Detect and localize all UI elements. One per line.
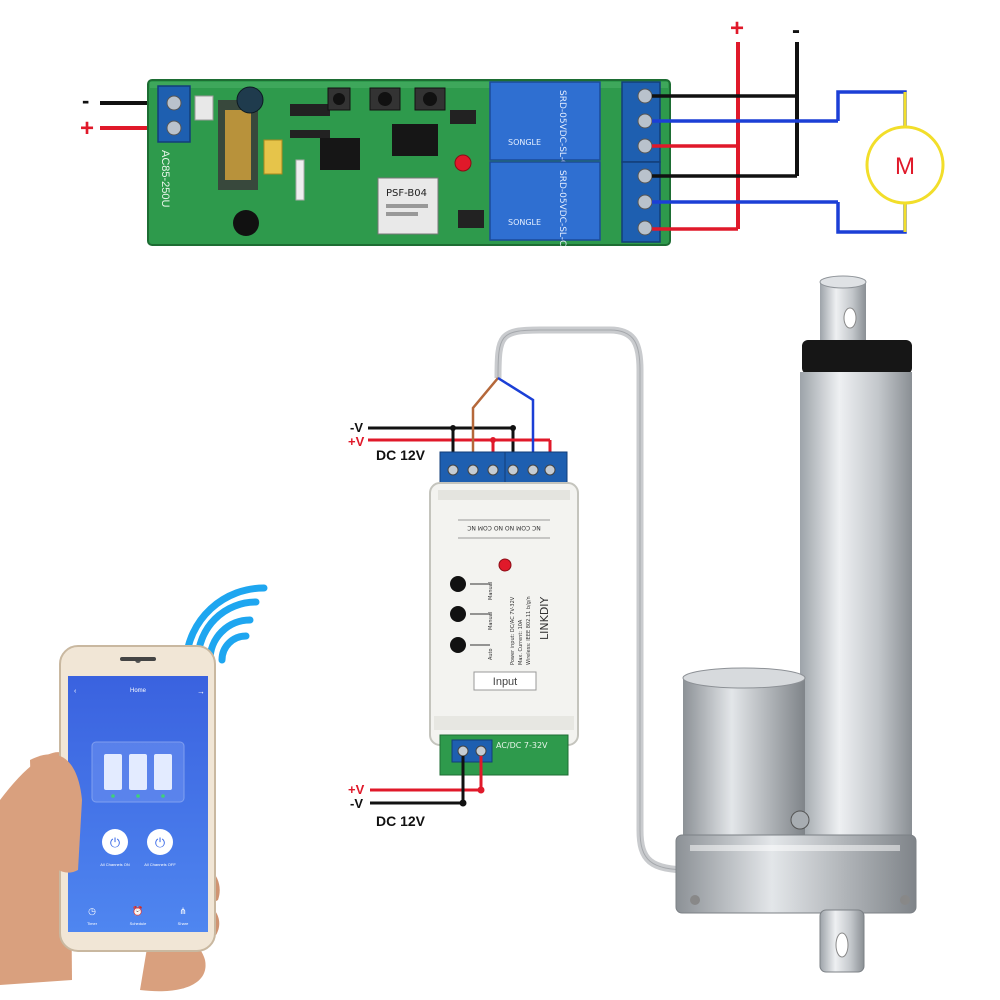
motor-supply-plus-label: + xyxy=(730,15,744,42)
module-button-3 xyxy=(450,637,466,653)
module-input-label: Input xyxy=(493,676,517,688)
power-icon: ⏻ xyxy=(155,835,165,850)
module-button-2 xyxy=(450,606,466,622)
actuator-collar xyxy=(802,340,912,374)
all-on-power-button[interactable] xyxy=(102,829,128,855)
brown-wire xyxy=(471,377,499,468)
rod-mount-hole xyxy=(843,307,857,329)
timer-icon[interactable]: ◷ xyxy=(88,906,96,916)
relay-2: SRD-05VDC-SL-C SONGLE xyxy=(489,161,601,246)
tab-timer[interactable]: Timer xyxy=(87,921,98,926)
app-back-icon[interactable]: ‹ xyxy=(74,688,77,695)
share-icon[interactable]: ⋔ xyxy=(179,906,187,916)
blue-wire xyxy=(497,376,535,468)
relay-1: SRD-05VDC-SL-C SONGLE xyxy=(489,81,601,166)
svg-text:SRD-05VDC-SL-C: SRD-05VDC-SL-C xyxy=(557,90,567,166)
motor-label: M xyxy=(895,153,915,180)
gearbox-screw xyxy=(790,810,810,830)
top-relay-board-section: - + AC85-250U PSF-B04 xyxy=(80,15,945,246)
ic-chip-2 xyxy=(392,124,438,156)
relay-module: -V +V DC 12V NC COM NO NO COM NC xyxy=(348,376,579,829)
ic-chip-1 xyxy=(320,138,360,170)
lower-supply-plus-label: +V xyxy=(348,782,365,797)
wifi-module-label: PSF-B04 xyxy=(386,188,427,199)
all-off-power-button[interactable] xyxy=(147,829,173,855)
supply-plus-label: + xyxy=(80,115,94,142)
header-pins xyxy=(295,159,305,201)
smartphone: Home ‹ → ⏻ ⏻ All Channels ON All Channel… xyxy=(0,645,220,992)
linear-actuator xyxy=(494,275,917,973)
module-bottom-label: AC/DC 7-32V xyxy=(496,741,548,750)
schedule-icon[interactable]: ⏰ xyxy=(132,905,143,916)
module-button-label-3: Auto xyxy=(488,648,494,660)
capacitor-2 xyxy=(263,139,283,175)
tab-schedule[interactable]: Schedule xyxy=(130,921,147,926)
fuse xyxy=(194,95,214,121)
svg-text:SRD-05VDC-SL-C: SRD-05VDC-SL-C xyxy=(557,170,567,246)
motor-supply-minus-label: - xyxy=(792,17,800,44)
thumb xyxy=(30,754,82,873)
motor-symbol xyxy=(865,125,945,205)
lower-supply-voltage-label: DC 12V xyxy=(376,813,426,829)
module-spec-1: Power input: DC/AC 7V-32V xyxy=(510,596,516,665)
lower-supply-minus-label: -V xyxy=(350,796,363,811)
module-status-led xyxy=(498,558,512,572)
capacitor-3 xyxy=(233,210,259,236)
tab-share[interactable]: Share xyxy=(178,921,189,926)
actuator-tube xyxy=(800,372,912,842)
module-button-label-1: Manual xyxy=(488,582,494,600)
status-led xyxy=(454,154,472,172)
switch-label-on: All Channels ON xyxy=(100,862,130,867)
module-button-label-2: Manual xyxy=(488,612,494,630)
switch-label-off: All Channels OFF xyxy=(144,862,176,867)
upper-supply-minus-label: -V xyxy=(350,420,363,435)
module-spec-2: Max. Current: 10A xyxy=(518,619,524,665)
svg-text:SONGLE: SONGLE xyxy=(508,138,541,147)
module-button-1 xyxy=(450,576,466,592)
app-forward-icon[interactable]: → xyxy=(197,687,205,696)
upper-supply-plus-label: +V xyxy=(348,434,365,449)
module-terminal-labels: NC COM NO NO COM NC xyxy=(467,524,541,531)
actuator-gearbox xyxy=(675,834,917,914)
actuator-motor xyxy=(683,678,805,838)
module-brand: LINKDIY xyxy=(538,596,551,640)
phone-screen xyxy=(68,676,208,932)
svg-text:SONGLE: SONGLE xyxy=(508,218,541,227)
supply-minus-label: - xyxy=(82,88,89,113)
power-icon: ⏻ xyxy=(110,835,120,850)
app-title: Home xyxy=(130,688,147,694)
capacitor-1 xyxy=(236,86,264,114)
board-voltage-label: AC85-250U xyxy=(159,150,171,208)
upper-supply-voltage-label: DC 12V xyxy=(376,447,426,463)
module-spec-3: Wireless: IEEE 802.11 b/g/n xyxy=(526,596,532,665)
